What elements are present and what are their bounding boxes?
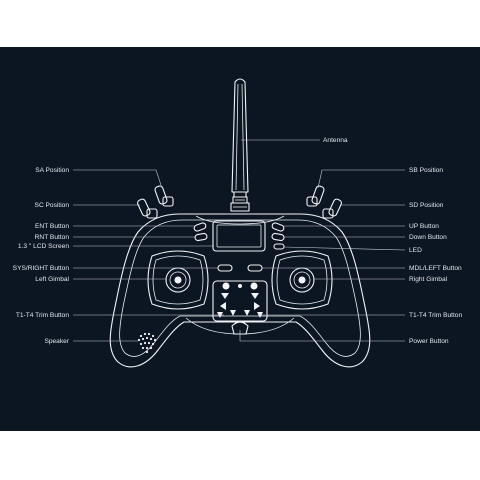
labels-left: SA Position SC Position ENT Button RNT B… bbox=[13, 167, 70, 345]
label-sc-position: SC Position bbox=[35, 202, 70, 209]
sa-switch bbox=[154, 185, 174, 207]
up-button bbox=[271, 222, 285, 232]
ent-button bbox=[193, 222, 207, 232]
antenna bbox=[230, 78, 250, 212]
label-right-gimbal: Right Gimbal bbox=[409, 276, 448, 283]
sys-right-button bbox=[217, 264, 233, 272]
label-up-button: UP Button bbox=[409, 223, 439, 230]
labels-right: Antenna SB Position SD Position UP Butto… bbox=[323, 137, 462, 345]
trim-buttons bbox=[212, 280, 268, 322]
label-down-button: Down Button bbox=[409, 234, 447, 241]
label-antenna: Antenna bbox=[323, 137, 348, 144]
label-sd-position: SD Position bbox=[409, 202, 444, 209]
label-lcd-screen: 1.3 " LCD Screen bbox=[18, 243, 69, 250]
label-sb-position: SB Position bbox=[409, 167, 443, 174]
rnt-button bbox=[194, 232, 208, 242]
sc-switch bbox=[137, 198, 158, 219]
down-button bbox=[271, 232, 285, 242]
left-gimbal bbox=[147, 250, 209, 310]
label-mdl-left-button: MDL/LEFT Button bbox=[409, 265, 462, 272]
label-trim-left: T1-T4 Trim Button bbox=[16, 312, 69, 319]
label-left-gimbal: Left Gimbal bbox=[35, 276, 69, 283]
led bbox=[273, 243, 285, 250]
label-ent-button: ENT Button bbox=[35, 223, 69, 230]
label-led: LED bbox=[409, 247, 422, 254]
lcd-screen bbox=[212, 220, 266, 252]
label-sa-position: SA Position bbox=[35, 167, 69, 174]
mdl-left-button bbox=[247, 264, 263, 272]
label-speaker: Speaker bbox=[44, 338, 69, 345]
label-rnt-button: RNT Button bbox=[35, 234, 70, 241]
leader-lines bbox=[73, 139, 406, 342]
sb-switch bbox=[306, 185, 325, 207]
right-gimbal bbox=[271, 250, 333, 310]
diagram-panel bbox=[0, 47, 480, 431]
power-button bbox=[231, 321, 249, 335]
label-sys-right-button: SYS/RIGHT Button bbox=[13, 265, 70, 272]
speaker-grille bbox=[137, 332, 157, 354]
label-trim-right: T1-T4 Trim Button bbox=[409, 312, 462, 319]
label-power-button: Power Button bbox=[409, 338, 449, 345]
sd-switch bbox=[322, 198, 342, 219]
